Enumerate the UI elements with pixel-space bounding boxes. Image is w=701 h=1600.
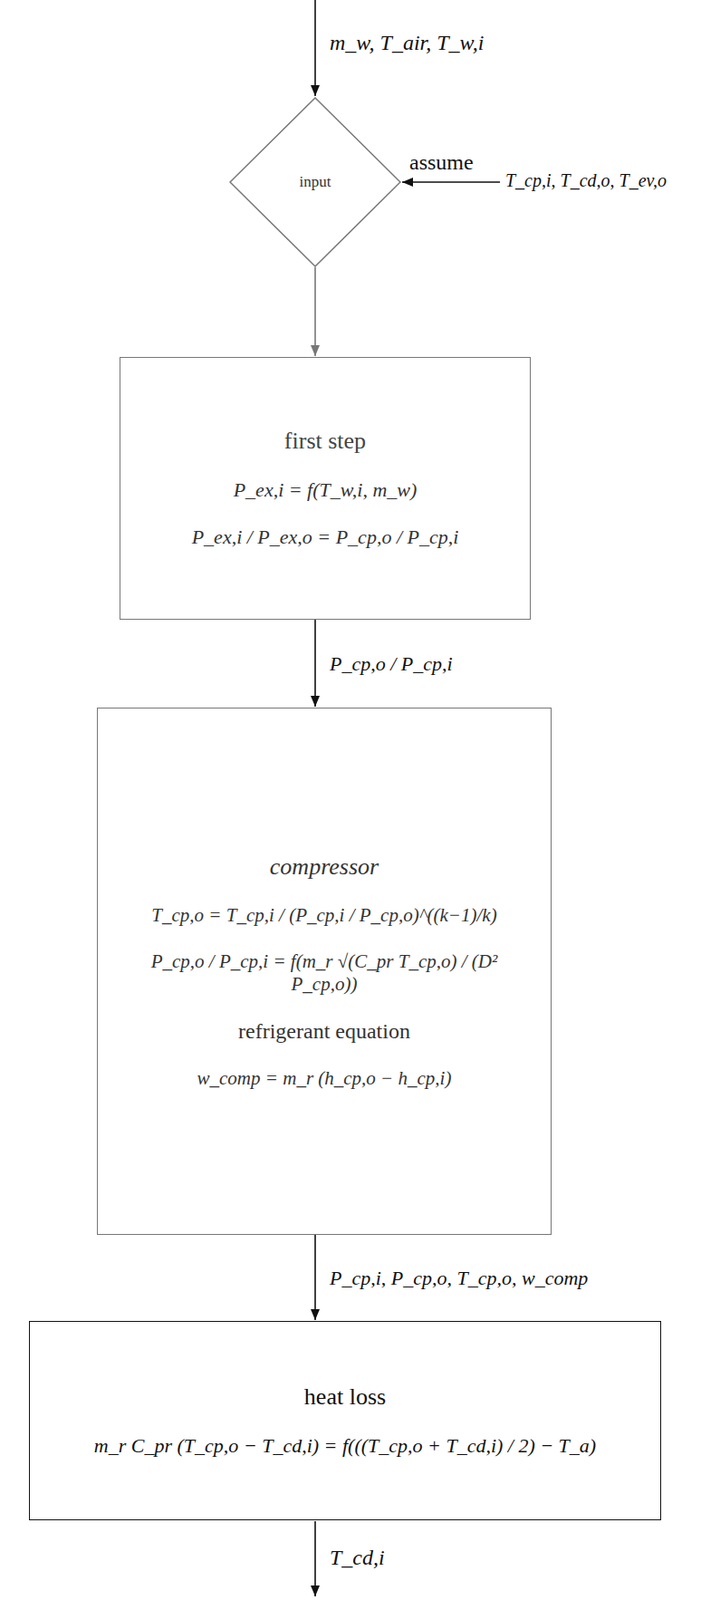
node-heading: first step xyxy=(284,427,366,455)
flow-arrow xyxy=(314,1234,317,1320)
equation-text: P_ex,i / P_ex,o = P_cp,o / P_cp,i xyxy=(192,525,460,549)
node-heading: input xyxy=(299,172,332,192)
signal-label: T_cd,i xyxy=(329,1545,385,1570)
equation-text: P_cp,o / P_cp,i = f(m_r √(C_pr T_cp,o) /… xyxy=(117,950,531,996)
edge-label: P_cp,o / P_cp,i xyxy=(329,652,453,676)
equation-text: T_cp,o = T_cp,i / (P_cp,i / P_cp,o)^((k−… xyxy=(151,903,497,927)
decision-diamond: input xyxy=(229,96,402,268)
equation-text: P_ex,i = f(T_w,i, m_w) xyxy=(233,478,418,502)
flow-arrow xyxy=(314,267,317,356)
flow-arrow xyxy=(314,619,317,707)
node-heading: heat loss xyxy=(304,1382,386,1411)
node-heading: compressor xyxy=(269,853,379,881)
process-box: heat loss m_r C_pr (T_cp,o − T_cd,i) = f(… xyxy=(28,1320,662,1520)
output-arrow xyxy=(314,1520,317,1596)
note-text: assume xyxy=(409,150,474,175)
process-box: first stepP_ex,i = f(T_w,i, m_w) P_ex,i /… xyxy=(119,356,531,620)
signal-label: m_w, T_air, T_w,i xyxy=(329,30,485,56)
signal-label: T_cp,i, T_cd,o, T_ev,o xyxy=(505,170,667,192)
equation-text: refrigerant equation xyxy=(238,1018,411,1044)
equation-text: m_r C_pr (T_cp,o − T_cd,i) = f(((T_cp,o … xyxy=(94,1433,596,1458)
assume-arrow xyxy=(402,181,500,183)
equation-text: w_comp = m_r (h_cp,o − h_cp,i) xyxy=(197,1066,452,1090)
process-box: compressorT_cp,o = T_cp,i / (P_cp,i / P_… xyxy=(96,707,552,1235)
edge-label: P_cp,i, P_cp,o, T_cp,o, w_comp xyxy=(329,1266,588,1290)
input-arrow xyxy=(314,0,317,97)
diamond-shape xyxy=(230,97,401,267)
